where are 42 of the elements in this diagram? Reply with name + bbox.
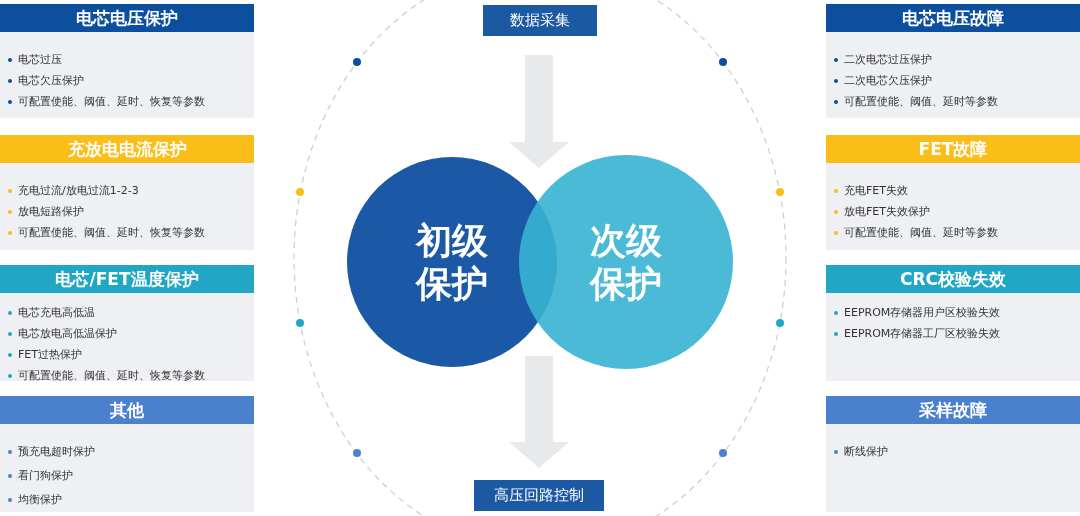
info-card bbox=[0, 4, 254, 118]
info-card bbox=[826, 265, 1080, 381]
bullet-item: 可配置使能、阈值、延时等参数 bbox=[834, 95, 998, 109]
bullet-item: 电芯充电高低温 bbox=[8, 306, 95, 320]
bullet-item: 电芯过压 bbox=[8, 53, 62, 67]
bullet-item: 可配置使能、阈值、延时、恢复等参数 bbox=[8, 226, 205, 240]
card-header: 其他 bbox=[0, 396, 254, 424]
bullet-item: 二次电芯欠压保护 bbox=[834, 74, 932, 88]
circle-label: 次级保护 bbox=[588, 218, 663, 306]
title-box: 高压回路控制 bbox=[474, 480, 604, 511]
info-card bbox=[826, 396, 1080, 512]
card-header: 电芯电压保护 bbox=[0, 4, 254, 32]
bullet-item: 二次电芯过压保护 bbox=[834, 53, 932, 67]
bullet-item: 可配置使能、阈值、延时、恢复等参数 bbox=[8, 95, 205, 109]
card-header: 电芯/FET温度保护 bbox=[0, 265, 254, 293]
info-card bbox=[0, 135, 254, 250]
bullet-item: 预充电超时保护 bbox=[8, 445, 95, 459]
bullet-item: 放电短路保护 bbox=[8, 205, 84, 219]
card-header: CRC校验失效 bbox=[826, 265, 1080, 293]
bullet-item: 电芯放电高低温保护 bbox=[8, 327, 117, 341]
bullet-item: EEPROM存储器用户区校验失效 bbox=[834, 306, 1001, 320]
bullet-item: 电芯欠压保护 bbox=[8, 74, 84, 88]
bullet-item: EEPROM存储器工厂区校验失效 bbox=[834, 327, 1001, 341]
bullet-item: 看门狗保护 bbox=[8, 469, 73, 483]
info-card bbox=[0, 396, 254, 512]
bullet-item: FET过热保护 bbox=[8, 348, 82, 362]
bullet-item: 放电FET失效保护 bbox=[834, 205, 930, 219]
info-card bbox=[0, 265, 254, 381]
bullet-item: 充电FET失效 bbox=[834, 184, 908, 198]
bullet-item: 可配置使能、阈值、延时等参数 bbox=[834, 226, 998, 240]
info-card bbox=[826, 4, 1080, 118]
circle-label: 初级保护 bbox=[414, 218, 489, 306]
bullet-item: 充电过流/放电过流1-2-3 bbox=[8, 184, 139, 198]
bullet-item: 断线保护 bbox=[834, 445, 888, 459]
info-card bbox=[826, 135, 1080, 250]
title-box: 数据采集 bbox=[483, 5, 597, 36]
card-header: FET故障 bbox=[826, 135, 1080, 163]
bullet-item: 可配置使能、阈值、延时、恢复等参数 bbox=[8, 369, 205, 383]
bullet-item: 均衡保护 bbox=[8, 493, 62, 507]
card-header: 充放电电流保护 bbox=[0, 135, 254, 163]
card-header: 电芯电压故障 bbox=[826, 4, 1080, 32]
card-header: 采样故障 bbox=[826, 396, 1080, 424]
